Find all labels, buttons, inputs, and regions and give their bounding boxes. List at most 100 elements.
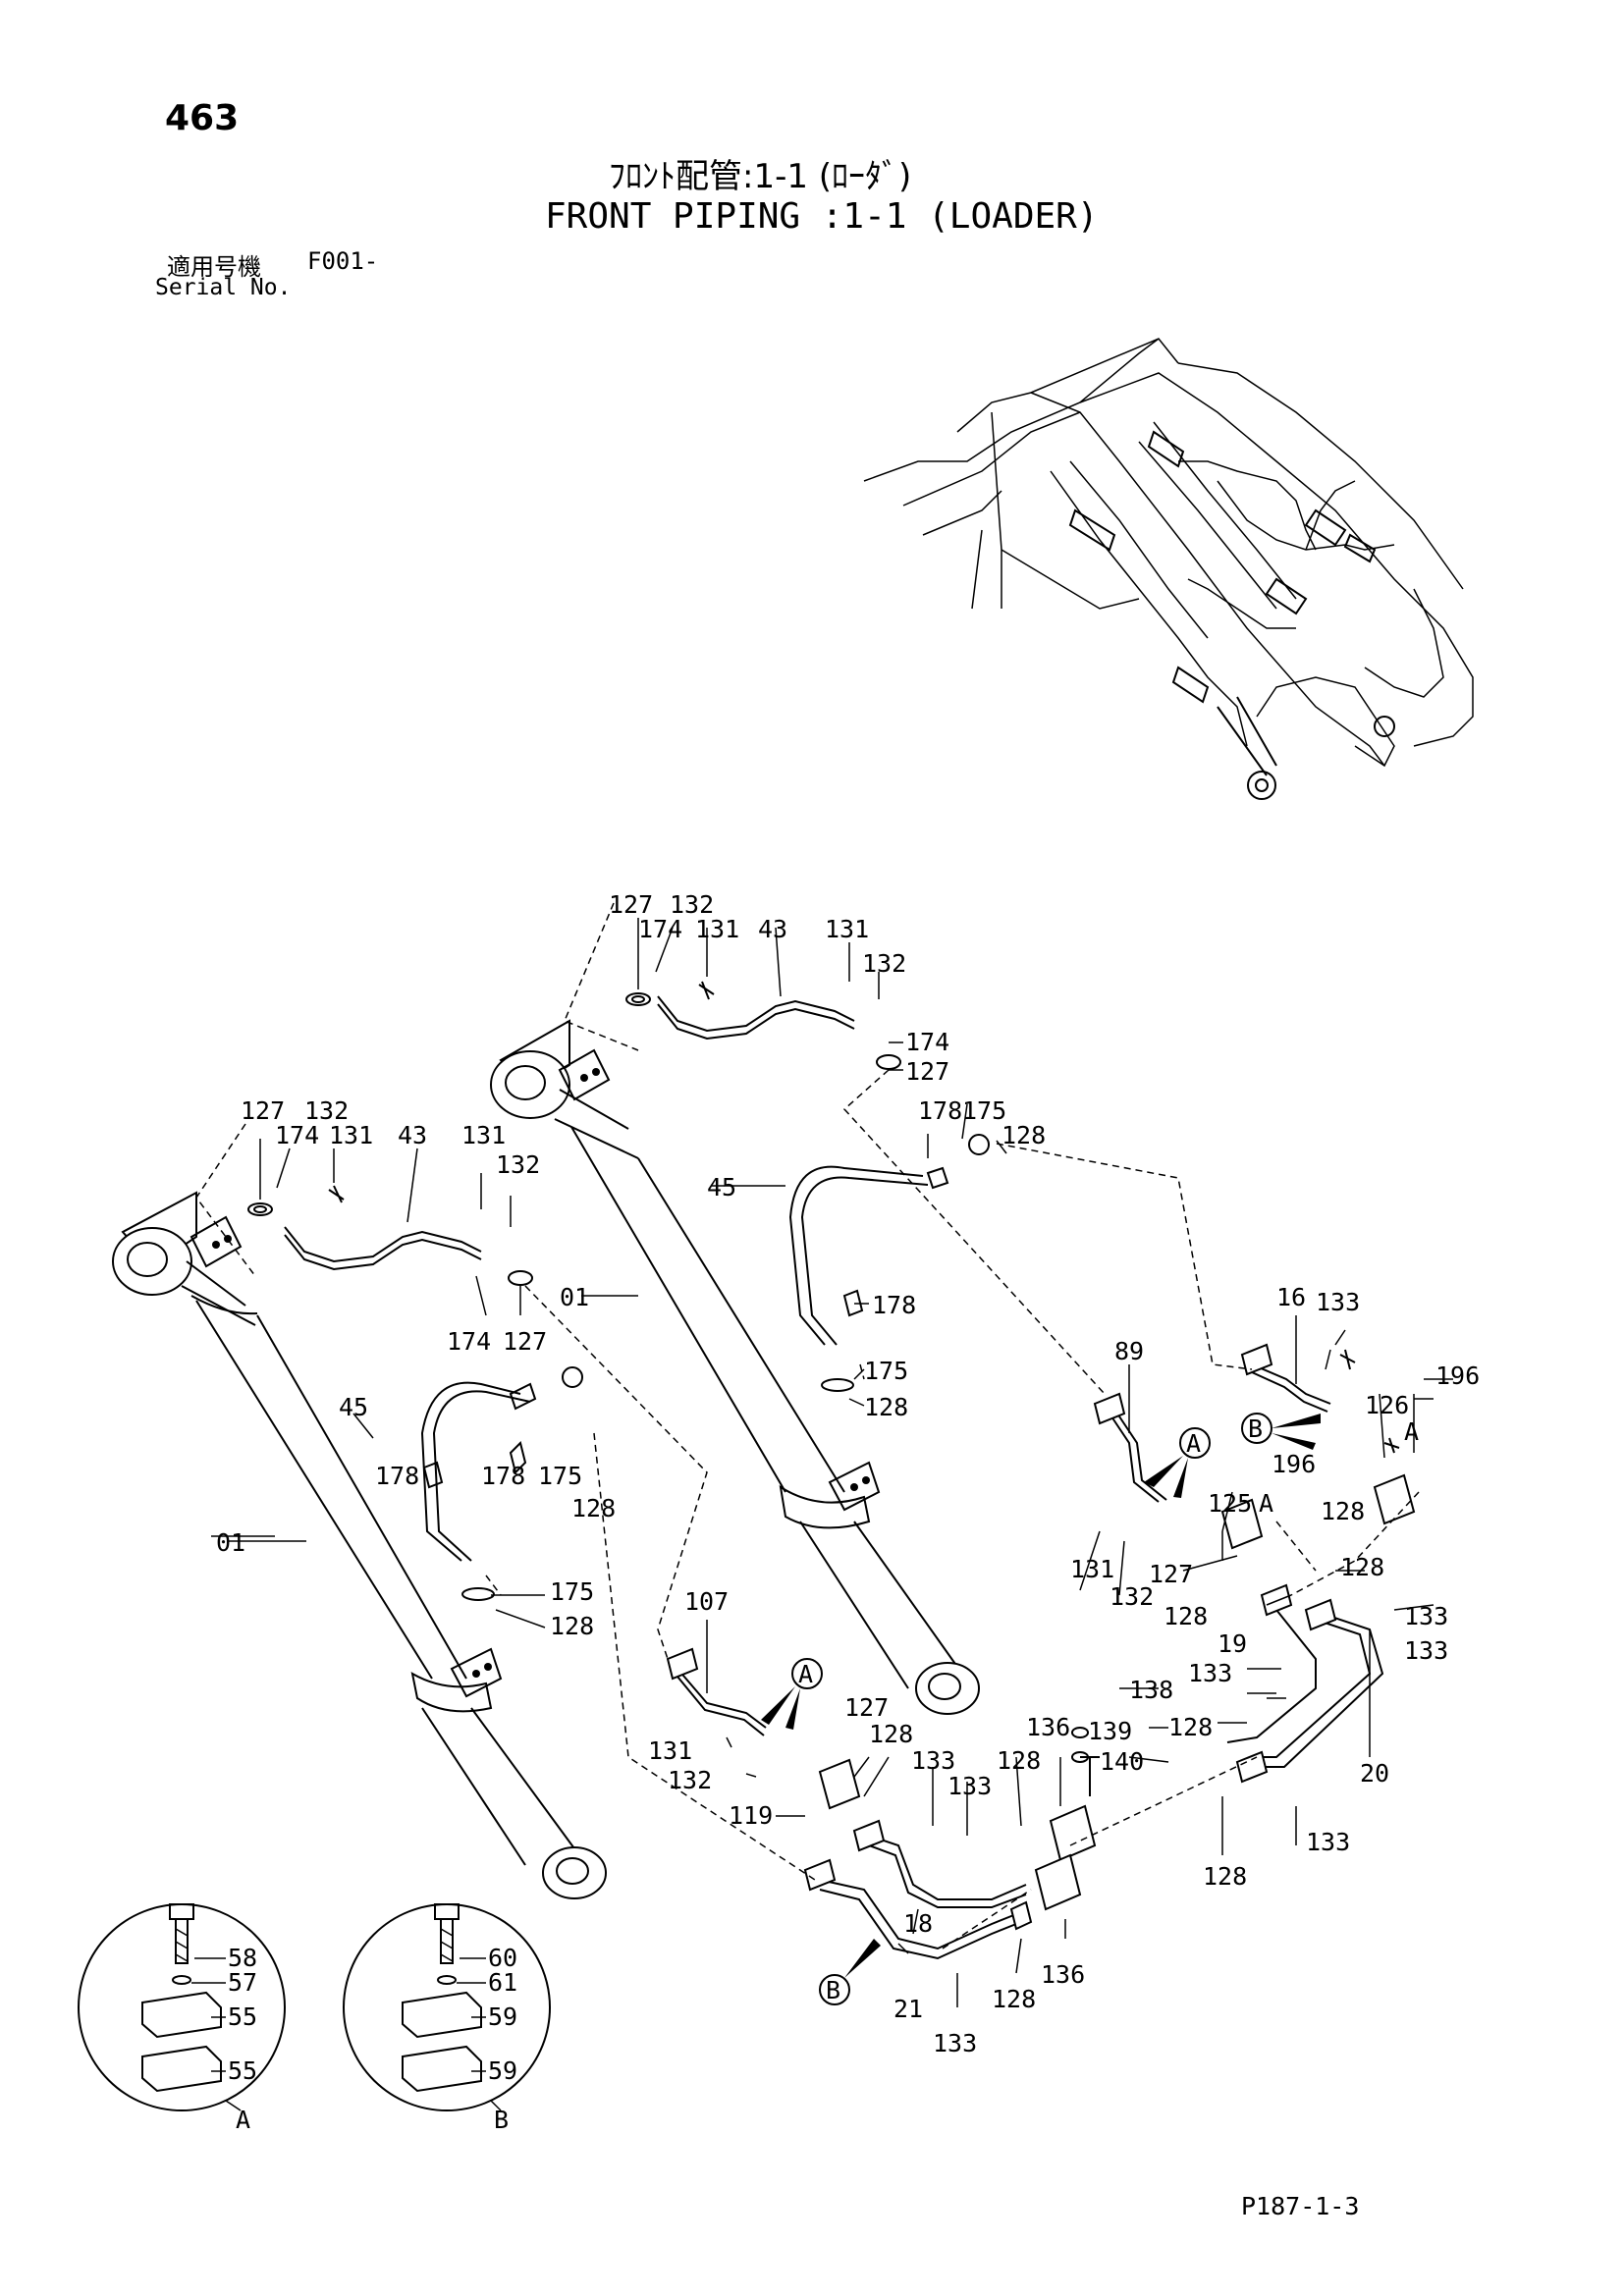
callout-196: 196	[1435, 1362, 1480, 1390]
detail-marker-a	[1179, 1427, 1211, 1459]
callout-133: 133	[1316, 1288, 1360, 1316]
callout-01: 01	[560, 1283, 589, 1311]
callout-178: 178	[918, 1096, 962, 1125]
hoses-and-pipes	[284, 995, 1416, 1960]
callout-132: 132	[862, 949, 906, 978]
callout-128: 128	[1164, 1602, 1208, 1630]
callout-131: 131	[461, 1121, 506, 1149]
callout-128: 128	[1340, 1553, 1384, 1581]
detail-marker-b	[819, 1974, 850, 2005]
callout-178: 178	[481, 1462, 525, 1490]
callout-A: A	[1259, 1489, 1273, 1518]
serial-label-english: Serial No.	[155, 275, 292, 300]
callout-45: 45	[707, 1173, 736, 1201]
callout-132: 132	[670, 890, 714, 919]
callout-132: 132	[304, 1096, 349, 1125]
callout-138: 138	[1129, 1676, 1173, 1704]
callout-55: 55	[228, 2002, 257, 2031]
serial-code: F001-	[307, 247, 379, 275]
callout-43: 43	[758, 915, 787, 943]
right-boom-cylinder	[490, 1019, 980, 1715]
callout-174: 174	[447, 1327, 491, 1356]
callout-128: 128	[571, 1494, 616, 1522]
callout-128: 128	[1203, 1862, 1247, 1891]
fittings	[247, 981, 1400, 1796]
callout-175: 175	[864, 1357, 908, 1385]
callout-127: 127	[609, 890, 653, 919]
callout-20: 20	[1360, 1759, 1389, 1788]
callout-128: 128	[864, 1393, 908, 1421]
callout-131: 131	[329, 1121, 373, 1149]
callout-133: 133	[1306, 1828, 1350, 1856]
left-boom-cylinder	[112, 1191, 607, 1899]
callout-21: 21	[893, 1995, 923, 2023]
detail-markers: A B A B	[761, 1413, 1321, 2005]
callout-174: 174	[275, 1121, 319, 1149]
callout-107: 107	[684, 1587, 729, 1616]
detail-label-a: A	[236, 2106, 250, 2134]
overview-illustration	[863, 338, 1474, 800]
callout-55: 55	[228, 2056, 257, 2085]
callout-127: 127	[1149, 1560, 1193, 1588]
callout-125: 125	[1208, 1489, 1252, 1518]
callout-133: 133	[947, 1772, 992, 1800]
callout-127: 127	[241, 1096, 285, 1125]
callout-174: 174	[905, 1028, 949, 1056]
callout-175: 175	[538, 1462, 582, 1490]
callout-126: 126	[1365, 1391, 1409, 1419]
page-number: 463	[165, 98, 240, 138]
callout-132: 132	[496, 1150, 540, 1179]
callout-128: 128	[992, 1985, 1036, 2013]
callout-58: 58	[228, 1944, 257, 1972]
callout-57: 57	[228, 1968, 257, 1997]
callout-178: 178	[375, 1462, 419, 1490]
callout-127: 127	[905, 1057, 949, 1086]
title-english: FRONT PIPING :1-1 (LOADER)	[545, 196, 1099, 237]
callout-133: 133	[1404, 1602, 1448, 1630]
callout-127: 127	[503, 1327, 547, 1356]
callout-132: 132	[668, 1766, 712, 1794]
callout-140: 140	[1100, 1747, 1144, 1776]
callout-43: 43	[398, 1121, 427, 1149]
callout-128: 128	[1168, 1713, 1213, 1741]
detail-marker-a	[791, 1658, 823, 1689]
leader-lines	[195, 902, 1453, 2007]
callout-174: 174	[638, 915, 682, 943]
detail-label-b: B	[494, 2106, 509, 2134]
callout-133: 133	[933, 2029, 977, 2057]
callout-A: A	[1404, 1417, 1419, 1446]
callout-61: 61	[488, 1968, 517, 1997]
callout-128: 128	[1001, 1121, 1046, 1149]
svg-text:B: B	[1248, 1415, 1263, 1443]
callout-59: 59	[488, 2002, 517, 2031]
detail-b: 60 61 59 59 B	[343, 1903, 551, 2134]
callout-127: 127	[844, 1693, 889, 1722]
callout-175: 175	[962, 1096, 1006, 1125]
title-japanese: ﾌﾛﾝﾄ配管:1-1 (ﾛｰﾀﾞ)	[609, 157, 912, 196]
callout-196: 196	[1272, 1450, 1316, 1478]
callout-132: 132	[1110, 1582, 1154, 1611]
callout-131: 131	[825, 915, 869, 943]
callout-numbers: 127 132 174 131 43 131 132 174 127 127 1…	[216, 890, 1480, 2057]
callout-133: 133	[1188, 1659, 1232, 1687]
callout-16: 16	[1276, 1283, 1306, 1311]
sheet-code: P187-1-3	[1241, 2192, 1360, 2220]
callout-128: 128	[869, 1720, 913, 1748]
svg-text:A: A	[1186, 1429, 1201, 1458]
callout-128: 128	[550, 1612, 594, 1640]
callout-89: 89	[1114, 1337, 1144, 1365]
callout-131: 131	[695, 915, 739, 943]
callout-01: 01	[216, 1528, 245, 1557]
callout-139: 139	[1088, 1717, 1132, 1745]
callout-131: 131	[1070, 1555, 1114, 1583]
callout-178: 178	[872, 1291, 916, 1319]
callout-133: 133	[911, 1746, 955, 1775]
svg-text:A: A	[798, 1660, 813, 1688]
callout-175: 175	[550, 1577, 594, 1606]
detail-a: 58 57 55 55 A	[78, 1903, 286, 2134]
callout-60: 60	[488, 1944, 517, 1972]
callout-128: 128	[997, 1746, 1041, 1775]
callout-131: 131	[648, 1736, 692, 1765]
callout-119: 119	[729, 1801, 773, 1830]
